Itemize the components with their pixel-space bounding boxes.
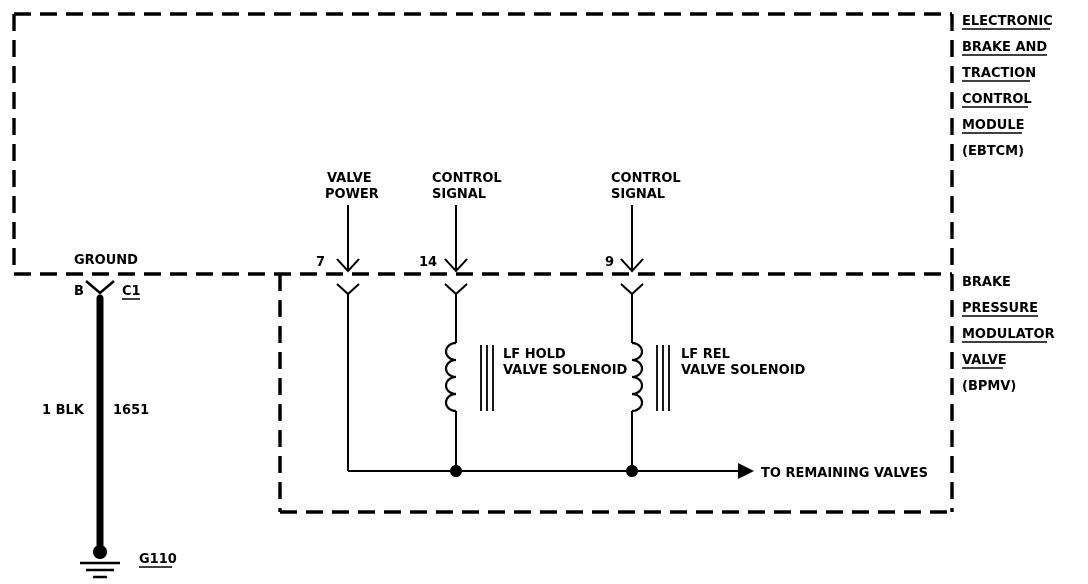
- remaining-valves-label: TO REMAINING VALVES: [761, 466, 928, 481]
- solenoid-coil: [631, 341, 644, 413]
- ground-label: GROUND: [74, 253, 138, 268]
- ebtcm-label: ELECTRONIC BRAKE AND TRACTION CONTROL MO…: [962, 14, 1053, 159]
- lf-rel-solenoid: LF REL VALVE SOLENOID: [631, 341, 806, 471]
- ebtcm-label-line: BRAKE AND: [962, 40, 1047, 55]
- bpmv-label-line: BRAKE: [962, 275, 1011, 290]
- lf-hold-solenoid: LF HOLD VALVE SOLENOID: [444, 341, 628, 471]
- bpmv-label-line: (BPMV): [962, 379, 1016, 394]
- pin-14-control-signal: CONTROL SIGNAL 14: [419, 171, 502, 343]
- ground-splice: [93, 545, 107, 559]
- ground-circuit: GROUND B C1 1 BLK 1651 G110: [42, 253, 177, 579]
- bpmv-boundary: [278, 274, 954, 514]
- pin-number: 9: [605, 255, 614, 270]
- bpmv-label: BRAKE PRESSURE MODULATOR VALVE (BPMV): [962, 275, 1055, 394]
- ground-terminal: [85, 280, 115, 295]
- ebtcm-boundary: [12, 12, 954, 276]
- ground-wire-color: 1 BLK: [42, 403, 85, 418]
- pin-label-line: CONTROL: [611, 171, 681, 186]
- arrow-right-icon: [738, 463, 754, 479]
- bpmv-label-line: PRESSURE: [962, 301, 1038, 316]
- common-bus: TO REMAINING VALVES: [348, 463, 928, 481]
- ebtcm-label-line: TRACTION: [962, 66, 1036, 81]
- pin-number: 7: [316, 255, 325, 270]
- ground-pin-label: B: [74, 284, 84, 299]
- splice-dot: [450, 465, 462, 477]
- solenoid-label-line: LF REL: [681, 347, 730, 362]
- pin-9-control-signal: CONTROL SIGNAL 9: [605, 171, 681, 343]
- pin-number: 14: [419, 255, 437, 270]
- splice-dot: [626, 465, 638, 477]
- ground-circuit-number: 1651: [113, 403, 149, 418]
- bpmv-label-line: VALVE: [962, 353, 1007, 368]
- bpmv-label-line: MODULATOR: [962, 327, 1055, 342]
- pin-label-line: POWER: [325, 187, 379, 202]
- solenoid-label-line: LF HOLD: [503, 347, 566, 362]
- solenoid-coil: [444, 341, 457, 413]
- ground-symbol: [80, 561, 120, 579]
- ebtcm-label-line: (EBTCM): [962, 144, 1024, 159]
- solenoid-label-line: VALVE SOLENOID: [503, 363, 628, 378]
- pin-label-line: VALVE: [327, 171, 372, 186]
- ebtcm-label-line: CONTROL: [962, 92, 1032, 107]
- pin-label-line: CONTROL: [432, 171, 502, 186]
- ground-id-label: G110: [139, 552, 177, 567]
- ground-connector-label: C1: [122, 284, 141, 299]
- ebtcm-label-line: ELECTRONIC: [962, 14, 1053, 29]
- solenoid-label-line: VALVE SOLENOID: [681, 363, 806, 378]
- pin-label-line: SIGNAL: [611, 187, 665, 202]
- ebtcm-label-line: MODULE: [962, 118, 1025, 133]
- pin-label-line: SIGNAL: [432, 187, 486, 202]
- pin-7-valve-power: VALVE POWER 7: [316, 171, 379, 471]
